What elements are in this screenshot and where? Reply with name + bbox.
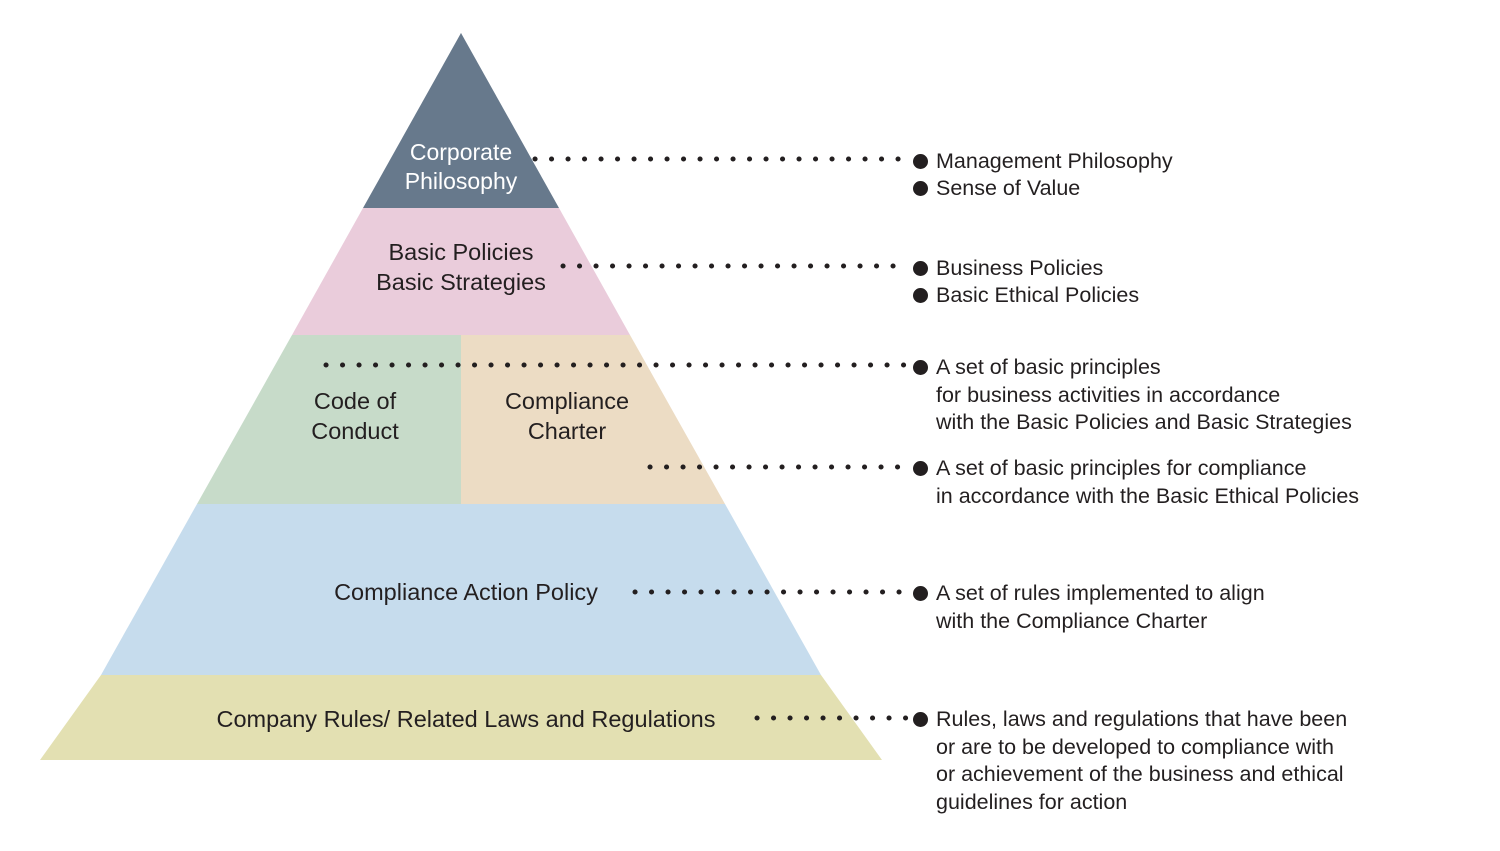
annotation-compliance-action-policy-description: A set of rules implemented to align with… [913,580,1265,635]
annotation-text: Sense of Value [936,176,1081,200]
tier-shape-compliance-action-policy[interactable] [101,504,821,675]
annotation-text: Basic Ethical Policies [936,283,1140,307]
tier-shape-corporate-philosophy-full[interactable] [363,33,559,208]
annotation-business-policies: Business Policies [913,255,1103,283]
bullet-icon [913,154,928,169]
tier-shape-code-of-conduct[interactable] [197,335,461,504]
annotation-code-of-conduct-description: A set of basic principles for business a… [913,354,1352,437]
annotation-text: A set of basic principles for compliance… [936,456,1360,508]
bullet-icon [913,461,928,476]
annotation-basic-ethical-policies: Basic Ethical Policies [913,282,1139,310]
bullet-icon [913,181,928,196]
annotation-text: A set of basic principles for business a… [936,355,1352,435]
tier-shape-basic-policies[interactable] [292,208,630,335]
tier-shape-company-rules[interactable] [40,675,882,760]
annotation-text: Business Policies [936,256,1104,280]
bullet-icon [913,288,928,303]
tier-shape-compliance-charter[interactable] [461,335,725,504]
bullet-icon [913,261,928,276]
bullet-icon [913,586,928,601]
annotation-management-philosophy: Management Philosophy [913,148,1173,176]
bullet-icon [913,712,928,727]
annotation-company-rules-description: Rules, laws and regulations that have be… [913,706,1347,816]
annotation-sense-of-value: Sense of Value [913,175,1080,203]
annotation-text: Rules, laws and regulations that have be… [936,707,1348,814]
annotation-compliance-charter-description: A set of basic principles for compliance… [913,455,1359,510]
annotation-text: A set of rules implemented to align with… [936,581,1265,633]
bullet-icon [913,360,928,375]
annotation-text: Management Philosophy [936,149,1173,173]
